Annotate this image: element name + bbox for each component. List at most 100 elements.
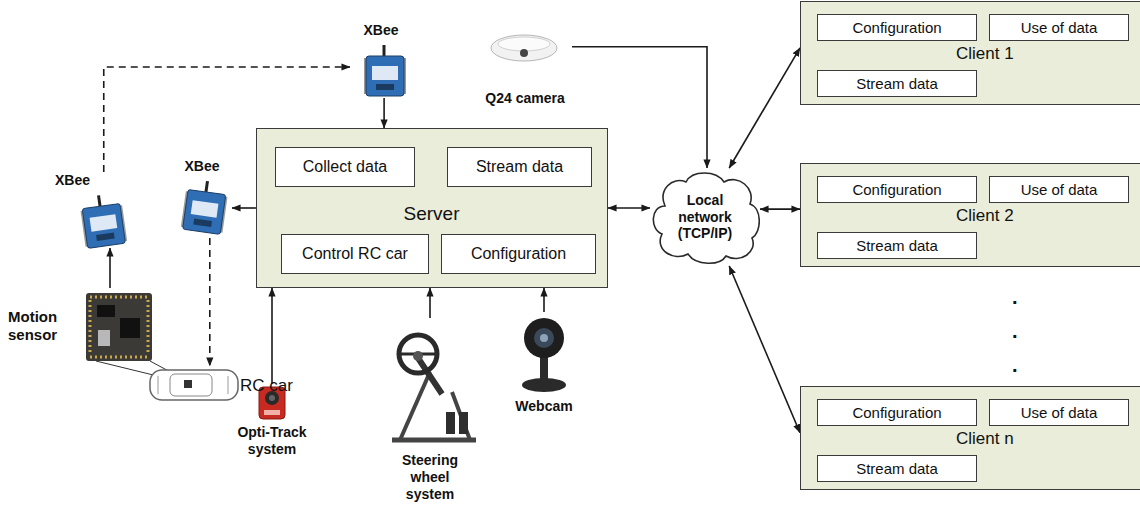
xbee-device: XBee: [172, 158, 232, 238]
chip-board: [86, 293, 152, 361]
chip-component: [120, 318, 140, 338]
node-label: Client n: [956, 429, 1046, 449]
webcam-lens: [534, 328, 554, 348]
function-box: Use of data: [989, 14, 1129, 41]
webcam-icon: [522, 318, 566, 392]
function-box: Configuration: [817, 399, 977, 426]
car-bumper: [228, 376, 229, 394]
connector: [429, 288, 431, 318]
wheel-pedal: [446, 412, 455, 434]
function-box: Stream data: [817, 70, 977, 97]
node-label: RC car: [240, 376, 296, 396]
function-box: Configuration: [441, 234, 596, 274]
node-label: Opti-Track system: [232, 424, 312, 458]
client-box: Client 2 Configuration Use of dataStream d…: [800, 163, 1140, 267]
node-label: Local network (TCP/IP): [667, 192, 743, 242]
connector: [209, 238, 211, 366]
tracking-device: Opti-Track system: [232, 384, 312, 476]
motion-sensor-chip: [86, 293, 152, 361]
function-box: Use of data: [989, 399, 1129, 426]
wheel-pedal: [459, 412, 468, 434]
wheel-rim: [399, 335, 437, 373]
function-box: Stream data: [817, 232, 977, 259]
node-label: Client 1: [956, 44, 1046, 64]
connector: [109, 248, 111, 288]
node-label: Use of data: [1021, 19, 1098, 37]
connector: [383, 98, 385, 128]
function-box: Configuration: [817, 14, 977, 41]
camera-dome: [498, 37, 550, 51]
function-box: Configuration: [817, 176, 977, 203]
node-label: Use of data: [1021, 404, 1098, 422]
webcam-base: [522, 378, 566, 392]
node-label: Client 2: [956, 206, 1046, 226]
node-label: XBee: [172, 158, 232, 175]
node-label: Configuration: [852, 181, 941, 199]
node-label: Stream data: [856, 460, 938, 478]
network-cloud: Local network (TCP/IP): [650, 168, 760, 266]
cloud-outline: [653, 173, 759, 263]
server-box: Server Collect data Stream dataControl RC …: [256, 128, 608, 288]
node-label: Server: [257, 203, 606, 226]
node-label: Use of data: [1021, 181, 1098, 199]
function-box: Stream data: [817, 455, 977, 482]
car-body: [150, 370, 238, 400]
wheel-stand: [400, 372, 430, 440]
connector: [271, 288, 273, 384]
webcam-device: Webcam: [506, 312, 582, 418]
chip-pads: [90, 356, 148, 359]
node-label: Configuration: [852, 404, 941, 422]
node-label: Control RC car: [302, 244, 408, 263]
connector: [232, 207, 256, 209]
chip-pads: [147, 300, 150, 354]
node-label: Configuration: [471, 244, 566, 263]
steering-device: Steering wheel system: [378, 318, 482, 510]
steering-wheel-icon: [392, 335, 476, 440]
rc-car-icon: [150, 370, 238, 400]
car-cabin: [170, 374, 212, 396]
node-label: Q24 camera: [478, 90, 572, 107]
webcam-neck: [540, 356, 548, 380]
webcam-lens: [540, 334, 548, 342]
car-bumper: [158, 376, 159, 394]
ellipsis-dot: .: [1012, 287, 1018, 307]
camera-lens: [520, 49, 528, 57]
node-label: Configuration: [852, 19, 941, 37]
function-box: Use of data: [989, 176, 1129, 203]
chip-component: [98, 330, 110, 346]
wheel-hub: [413, 351, 423, 361]
xbee-device: XBee: [55, 172, 130, 248]
webcam-head: [524, 318, 564, 358]
client-box: Client n Configuration Use of dataStream d…: [800, 386, 1140, 490]
chip-pads: [89, 300, 92, 354]
xbee-module: [79, 192, 128, 248]
ellipsis-dot: .: [1012, 321, 1018, 341]
chip-component: [97, 305, 115, 317]
xbee-module: [364, 45, 406, 96]
function-box: Control RC car: [281, 234, 429, 274]
xbee-module: [181, 178, 230, 234]
connector: [608, 207, 650, 209]
node-label: Steering wheel system: [390, 452, 470, 502]
car-sensor: [184, 380, 192, 388]
node-label: Collect data: [303, 157, 388, 176]
node-label: Stream data: [856, 237, 938, 255]
connector: [729, 48, 800, 168]
connector: [543, 288, 545, 312]
client-box: Client 1 Configuration Use of dataStream d…: [800, 1, 1140, 105]
node-label: Stream data: [476, 157, 563, 176]
opti-track-display: [264, 410, 280, 415]
wheel-column: [418, 358, 442, 394]
opti-track-lens: [269, 395, 275, 401]
xbee-device: XBee: [350, 22, 412, 98]
connector: [760, 208, 800, 210]
q24-camera-icon: [491, 35, 557, 61]
chip-pads: [90, 296, 148, 299]
car-device: RC car: [148, 366, 298, 406]
sensor-device: Motion sensor: [8, 288, 158, 364]
function-box: Stream data: [447, 147, 592, 187]
ellipsis-dot: .: [1012, 355, 1018, 375]
node-label: Webcam: [506, 398, 582, 415]
node-label: Stream data: [856, 75, 938, 93]
